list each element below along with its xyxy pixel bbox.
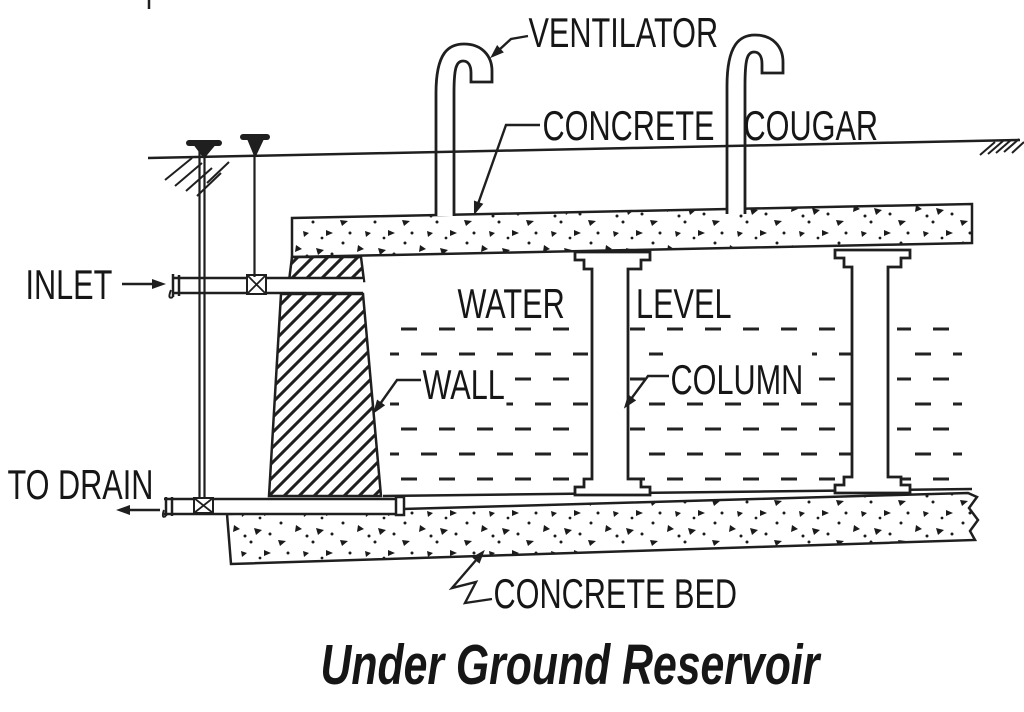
- ventilator-pipe-right: [725, 33, 785, 214]
- ground-hatch-right: [979, 138, 1024, 156]
- leader-arrows: [116, 34, 670, 605]
- water-texture: [390, 312, 962, 490]
- label-column: COLUMN: [669, 356, 805, 403]
- diagram-title: Under Ground Reservoir: [320, 633, 820, 697]
- ground-hatch-left: [164, 157, 230, 197]
- ventilator-pipe-left: [434, 42, 494, 216]
- label-to-drain: TO DRAIN: [7, 461, 154, 508]
- label-ventilator: VENTILATOR: [528, 9, 719, 56]
- label-water-level: WATER LEVEL: [457, 280, 732, 327]
- inlet-valve-flange: [246, 274, 267, 295]
- ground-line: [147, 0, 1024, 197]
- label-inlet: INLET: [25, 261, 113, 308]
- column-left: [573, 250, 652, 497]
- drain-pipe: [161, 495, 406, 518]
- column-right: [833, 248, 912, 495]
- drain-valve-flange: [193, 497, 214, 514]
- inlet-valve-assembly: [186, 134, 270, 498]
- label-concrete-bed: CONCRETE BED: [493, 570, 738, 617]
- label-concrete-cover: CONCRETE COUGAR: [542, 102, 879, 149]
- label-wall: WALL: [421, 361, 507, 408]
